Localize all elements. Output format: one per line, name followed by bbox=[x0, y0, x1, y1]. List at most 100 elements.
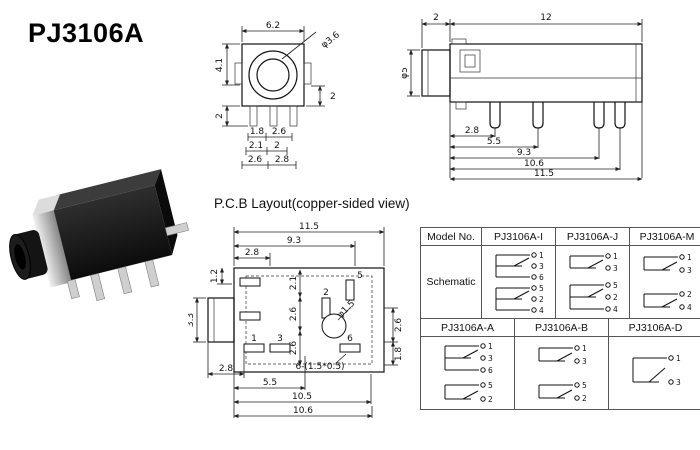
pin-label: 5 bbox=[582, 381, 587, 390]
pad-slot-6 bbox=[339, 343, 361, 353]
model-name-j: PJ3106A-J bbox=[555, 227, 630, 246]
pin-label: 3 bbox=[687, 266, 692, 275]
pad-slot-3 bbox=[269, 343, 291, 353]
pin-label: 5 bbox=[488, 381, 493, 390]
dim-pcb-mid-v1: 2.1 bbox=[289, 276, 299, 290]
model-name-a: PJ3106A-A bbox=[420, 318, 515, 337]
pad-slot bbox=[239, 277, 261, 287]
schematic-pj3106a-d: 1 3 bbox=[632, 354, 681, 387]
dim-side-pin4: 10.6 bbox=[524, 159, 544, 169]
dim-front-right-height: 2 bbox=[330, 92, 336, 102]
dim-front-row1-left: 1.8 bbox=[250, 127, 265, 137]
schematic-contacts bbox=[643, 254, 685, 310]
pin-label: 6 bbox=[539, 273, 544, 282]
side-view-dimensions: 2 12 φ5 2.8 5.5 9.3 10.6 11.5 bbox=[402, 13, 643, 182]
pad-label-5: 5 bbox=[357, 271, 363, 281]
dim-front-row2-left: 2.1 bbox=[249, 141, 263, 151]
pin-label: 2 bbox=[613, 293, 618, 302]
schematic-pj3106a-m: 1 3 2 4 bbox=[643, 253, 692, 312]
pin-label: 3 bbox=[488, 354, 493, 363]
schematic-pj3106a-a: 1 3 6 5 2 bbox=[444, 342, 493, 404]
dim-pcb-bottom3: 10.6 bbox=[293, 406, 313, 416]
side-view-drawing: 2 12 φ5 2.8 5.5 9.3 10.6 11.5 bbox=[402, 13, 643, 182]
schematic-cell-j: 1 3 5 2 4 bbox=[555, 245, 630, 319]
connector-pins bbox=[66, 222, 189, 301]
front-view-dimensions: 6.2 φ3.6 4.1 2 2 1.8 2.6 2.1 2 2.6 2.8 bbox=[215, 21, 342, 169]
jack-hole bbox=[14, 244, 26, 270]
metal-band bbox=[32, 210, 72, 288]
dim-pcb-hole-dia: φ1.5 bbox=[336, 299, 357, 320]
pad-label-1: 1 bbox=[251, 334, 257, 344]
dim-pcb-width-inner: 9.3 bbox=[287, 236, 301, 246]
dim-front-row1-right: 2.6 bbox=[272, 127, 287, 137]
pcb-layout-label: P.C.B Layout(copper-sided view) bbox=[214, 196, 410, 211]
pin-label: 3 bbox=[539, 262, 544, 271]
pin-label: 1 bbox=[488, 342, 493, 351]
pcb-pads bbox=[239, 277, 361, 353]
pin-label: 2 bbox=[539, 295, 544, 304]
schematic-cell-m: 1 3 2 4 bbox=[629, 245, 700, 319]
schematic-contacts bbox=[495, 252, 537, 313]
schematic-contacts bbox=[538, 345, 580, 401]
schematic-pj3106a-i: 1 3 6 5 2 4 bbox=[495, 251, 544, 315]
metal-band-top bbox=[32, 194, 61, 216]
pad-slot-5 bbox=[345, 279, 355, 301]
pin-label: 1 bbox=[539, 251, 544, 260]
pin-label: 2 bbox=[582, 394, 587, 403]
pin-label: 3 bbox=[582, 357, 587, 366]
dim-pcb-top-left-offset: 2.8 bbox=[245, 248, 260, 258]
schematic-contacts bbox=[444, 343, 486, 402]
pad-slot bbox=[239, 311, 261, 321]
dim-pcb-right-v2: 1.8 bbox=[394, 347, 404, 362]
schematic-cell-d: 1 3 bbox=[608, 336, 700, 410]
dim-front-row3-left: 2.6 bbox=[248, 155, 263, 165]
dim-pcb-width-total: 11.5 bbox=[299, 222, 319, 232]
pin-label: 6 bbox=[488, 366, 493, 375]
schematic-pj3106a-b: 1 3 5 2 bbox=[538, 344, 587, 403]
pad-label-3: 3 bbox=[277, 334, 283, 344]
dim-side-body-length: 12 bbox=[540, 13, 551, 23]
pin-label: 3 bbox=[676, 378, 681, 387]
dim-pcb-bottom2: 10.5 bbox=[292, 392, 312, 402]
pin-label: 5 bbox=[613, 281, 618, 290]
model-name-m: PJ3106A-M bbox=[629, 227, 700, 246]
schematic-cell-a: 1 3 6 5 2 bbox=[420, 336, 515, 410]
schematic-cell-i: 1 3 6 5 2 4 bbox=[481, 245, 556, 319]
pin-label: 4 bbox=[613, 305, 618, 314]
dim-pcb-edge-offset: 1.2 bbox=[210, 269, 220, 283]
dim-side-barrel-length: 2 bbox=[433, 13, 439, 23]
part-number-title: PJ3106A bbox=[28, 18, 145, 48]
pcb-slot-note: 6-(1.5*0.5) bbox=[295, 362, 344, 372]
model-no-header: Model No. bbox=[420, 227, 482, 246]
pcb-layout-drawing: 1 3 6 2 5 11.5 9.3 2.8 1.2 3.3 2.8 5.5 bbox=[188, 222, 404, 419]
product-photo bbox=[9, 169, 189, 301]
front-view-drawing: 6.2 φ3.6 4.1 2 2 1.8 2.6 2.1 2 2.6 2.8 bbox=[215, 21, 342, 169]
schematic-contacts bbox=[569, 253, 611, 312]
pin-label: 4 bbox=[687, 303, 692, 312]
body-top-face bbox=[49, 169, 161, 212]
dim-pcb-mid-v3: 2.6 bbox=[289, 341, 299, 356]
pcb-outline bbox=[207, 267, 385, 373]
dim-front-height: 4.1 bbox=[215, 58, 225, 72]
connector-3d-body bbox=[9, 169, 189, 301]
pin-label: 2 bbox=[687, 290, 692, 299]
dim-pcb-bottom-left-offset: 2.8 bbox=[219, 364, 234, 374]
front-view-body bbox=[234, 43, 312, 127]
schematic-contacts bbox=[632, 355, 674, 385]
pad-slot-1 bbox=[243, 343, 265, 353]
pin-label: 1 bbox=[613, 252, 618, 261]
pin-label: 1 bbox=[687, 253, 692, 262]
mounting-hole bbox=[321, 313, 347, 339]
schematic-pj3106a-j: 1 3 5 2 4 bbox=[569, 252, 618, 314]
body-front-face bbox=[49, 185, 173, 282]
side-view-body bbox=[421, 38, 643, 129]
dim-side-total: 11.5 bbox=[534, 169, 554, 179]
pin-label: 3 bbox=[613, 264, 618, 273]
pcb-pad-labels: 1 3 6 2 5 bbox=[251, 271, 363, 344]
schematic-header: Schematic bbox=[420, 245, 482, 319]
schematic-cell-b: 1 3 5 2 bbox=[514, 336, 609, 410]
dim-front-pin-length: 2 bbox=[215, 113, 225, 119]
dim-pcb-mid-v2: 2.6 bbox=[289, 307, 299, 322]
pin-label: 2 bbox=[488, 395, 493, 404]
